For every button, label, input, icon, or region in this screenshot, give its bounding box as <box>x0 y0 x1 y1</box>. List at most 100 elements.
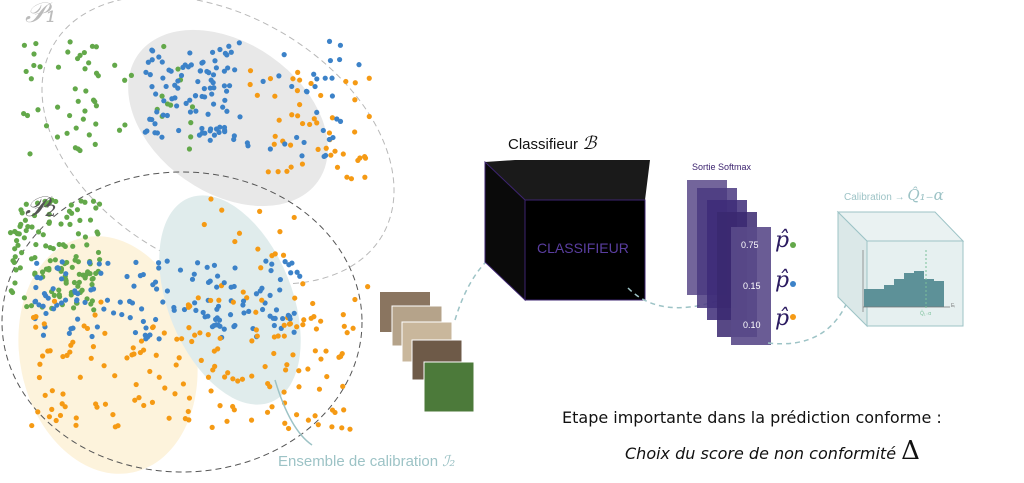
data-point-orange <box>130 345 136 351</box>
data-point-blue <box>327 57 334 64</box>
blue-dot-icon <box>790 281 796 287</box>
data-point-orange <box>30 314 37 321</box>
data-point-blue <box>259 285 265 291</box>
data-point-blue <box>220 104 226 110</box>
data-points <box>7 38 372 432</box>
data-point-orange <box>310 300 316 307</box>
data-point-orange <box>192 332 198 338</box>
data-point-orange <box>296 384 302 390</box>
data-point-orange <box>198 357 204 363</box>
data-point-green <box>12 254 18 260</box>
p1-label: 𝒫₁ <box>25 0 57 29</box>
p-hat-green: p̂ <box>775 228 790 253</box>
data-point-green <box>32 254 38 261</box>
data-point-orange <box>180 381 186 387</box>
data-point-blue <box>322 75 328 81</box>
data-point-orange <box>131 351 137 357</box>
data-point-green <box>72 86 78 92</box>
data-point-blue <box>210 80 216 86</box>
data-point-blue <box>149 57 155 63</box>
data-point-orange <box>230 376 236 382</box>
data-point-orange <box>53 417 59 424</box>
data-point-blue <box>159 134 165 140</box>
data-point-orange <box>205 374 212 380</box>
data-point-green <box>82 234 89 240</box>
data-point-blue <box>214 284 220 290</box>
data-point-blue <box>174 103 180 109</box>
data-point-blue <box>75 316 81 322</box>
data-point-green <box>73 254 79 260</box>
data-point-blue <box>156 336 162 342</box>
data-point-green <box>92 141 98 147</box>
data-point-blue <box>228 49 234 55</box>
classifier-title-text: Classifieur <box>508 136 579 153</box>
data-point-orange <box>326 130 333 136</box>
data-point-green <box>90 198 97 204</box>
data-point-orange <box>249 373 255 379</box>
data-point-green <box>43 202 49 208</box>
data-point-blue <box>227 312 234 318</box>
data-point-blue <box>277 276 284 283</box>
data-point-blue <box>277 287 283 293</box>
data-point-green <box>76 271 82 277</box>
data-point-orange <box>60 353 66 360</box>
data-point-blue <box>168 68 174 74</box>
data-point-blue <box>138 306 145 312</box>
data-point-blue <box>163 83 169 90</box>
data-point-blue <box>117 299 123 305</box>
data-point-green <box>31 212 38 219</box>
data-point-green <box>40 232 46 238</box>
data-point-orange <box>290 352 296 358</box>
data-point-orange <box>189 338 195 345</box>
data-point-orange <box>284 168 290 174</box>
data-point-green <box>89 298 95 304</box>
green-dot-icon <box>790 242 796 248</box>
data-point-blue <box>245 143 251 149</box>
data-point-orange <box>219 207 225 213</box>
data-point-orange <box>205 332 211 338</box>
data-point-orange <box>329 407 336 413</box>
data-point-blue <box>263 258 269 264</box>
data-point-green <box>13 267 19 273</box>
data-point-blue <box>267 313 273 319</box>
data-point-blue <box>156 54 162 60</box>
data-point-orange <box>153 352 159 358</box>
data-point-orange <box>210 367 216 373</box>
data-point-green <box>15 242 21 248</box>
data-point-orange <box>362 174 368 180</box>
data-point-orange <box>161 330 167 336</box>
data-point-green <box>14 230 20 236</box>
data-point-green <box>43 243 49 249</box>
data-point-blue <box>172 82 178 88</box>
data-point-blue <box>259 306 266 313</box>
data-point-blue <box>154 109 160 115</box>
data-point-green <box>74 207 81 213</box>
data-point-blue <box>294 269 300 275</box>
data-point-blue <box>260 78 266 84</box>
data-point-green <box>31 62 37 69</box>
data-point-green <box>22 217 29 223</box>
data-point-orange <box>362 153 368 160</box>
data-point-blue <box>40 332 47 338</box>
data-point-blue <box>192 93 199 99</box>
data-point-blue <box>294 134 300 141</box>
data-point-orange <box>324 373 330 380</box>
data-point-orange <box>64 352 70 358</box>
data-point-orange <box>112 424 118 430</box>
data-point-orange <box>257 208 263 214</box>
data-point-green <box>33 40 39 47</box>
data-point-orange <box>92 312 98 318</box>
data-point-blue <box>210 101 217 107</box>
data-point-orange <box>272 251 278 257</box>
data-point-orange <box>296 368 302 374</box>
data-point-blue <box>288 270 294 276</box>
data-point-orange <box>141 402 147 409</box>
data-point-blue <box>152 279 159 285</box>
orange-dot-icon <box>790 314 796 320</box>
data-point-blue <box>326 38 333 44</box>
data-point-blue <box>207 137 213 143</box>
data-point-blue <box>212 316 219 322</box>
data-point-green <box>83 88 89 94</box>
data-point-blue <box>145 59 151 65</box>
data-point-orange <box>313 326 320 332</box>
